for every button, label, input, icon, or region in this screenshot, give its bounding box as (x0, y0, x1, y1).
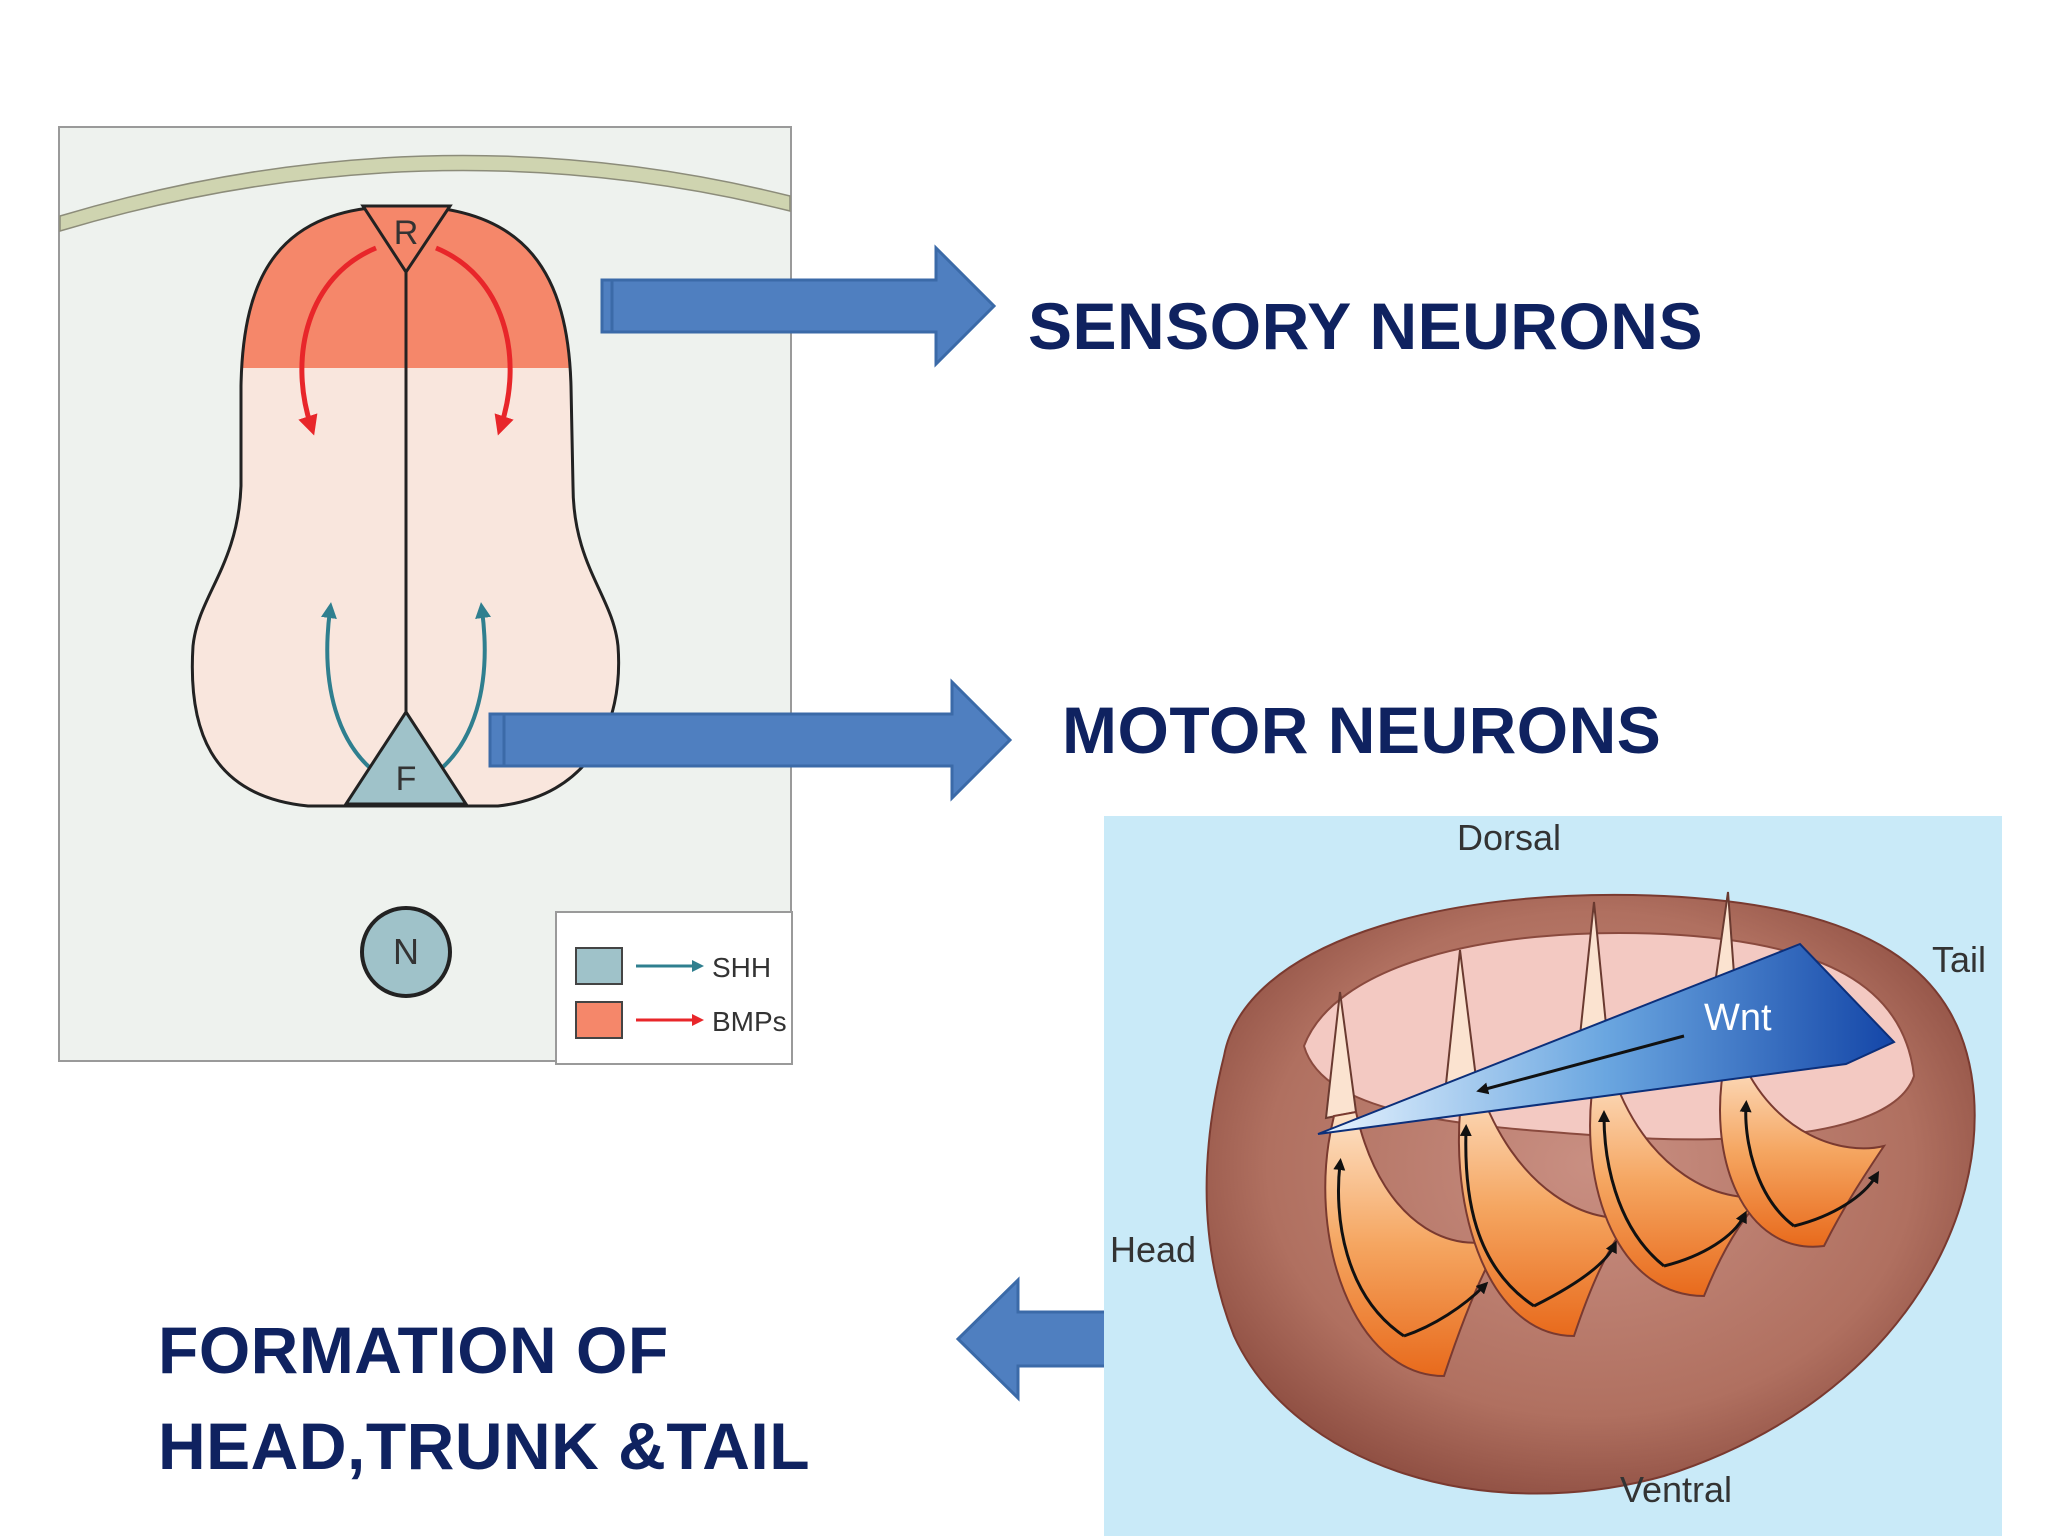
legend-swatch-bmps (575, 1001, 623, 1039)
legend-label-shh: SHH (712, 952, 771, 983)
notochord-label: N (393, 931, 419, 972)
formation-caption-line2: HEAD,TRUNK &TAIL (158, 1409, 811, 1483)
bmp-arrow-right (435, 245, 514, 436)
flow-arrows (1333, 1100, 1880, 1338)
head-label: Head (1110, 1229, 1196, 1270)
floor-plate-label: F (396, 760, 417, 798)
motor-neurons-caption: MOTOR NEURONS (1062, 693, 1662, 767)
bmp-arrow-left (298, 245, 377, 436)
tail-label: Tail (1932, 939, 1986, 980)
floor-plate: F (343, 709, 469, 806)
roof-plate-label: R (394, 214, 419, 252)
shh-arrow-right (430, 602, 491, 778)
ectoderm-band (59, 154, 791, 233)
formation-caption: FORMATION OF HEAD,TRUNK &TAIL (158, 1302, 810, 1494)
notochord: N (360, 906, 452, 998)
dorsal-label: Dorsal (1457, 817, 1561, 858)
wnt-gradient-wedge: Wnt (1317, 942, 1896, 1135)
formation-caption-line1: FORMATION OF (158, 1313, 669, 1387)
ventral-label: Ventral (1620, 1469, 1732, 1510)
shh-arrow-left (321, 602, 382, 778)
embryo-diagram: Wnt Dorsal Tail Head Ventral (1104, 816, 2002, 1536)
sensory-neurons-caption: SENSORY NEURONS (1028, 289, 1703, 363)
wnt-label: Wnt (1704, 997, 1772, 1039)
legend-swatch-shh (575, 947, 623, 985)
roof-plate: R (360, 204, 453, 275)
arrow-to-sensory (600, 244, 997, 368)
arrow-to-motor (488, 678, 1013, 802)
legend-label-bmps: BMPs (712, 1006, 787, 1037)
legend: SHH BMPs (555, 911, 793, 1065)
